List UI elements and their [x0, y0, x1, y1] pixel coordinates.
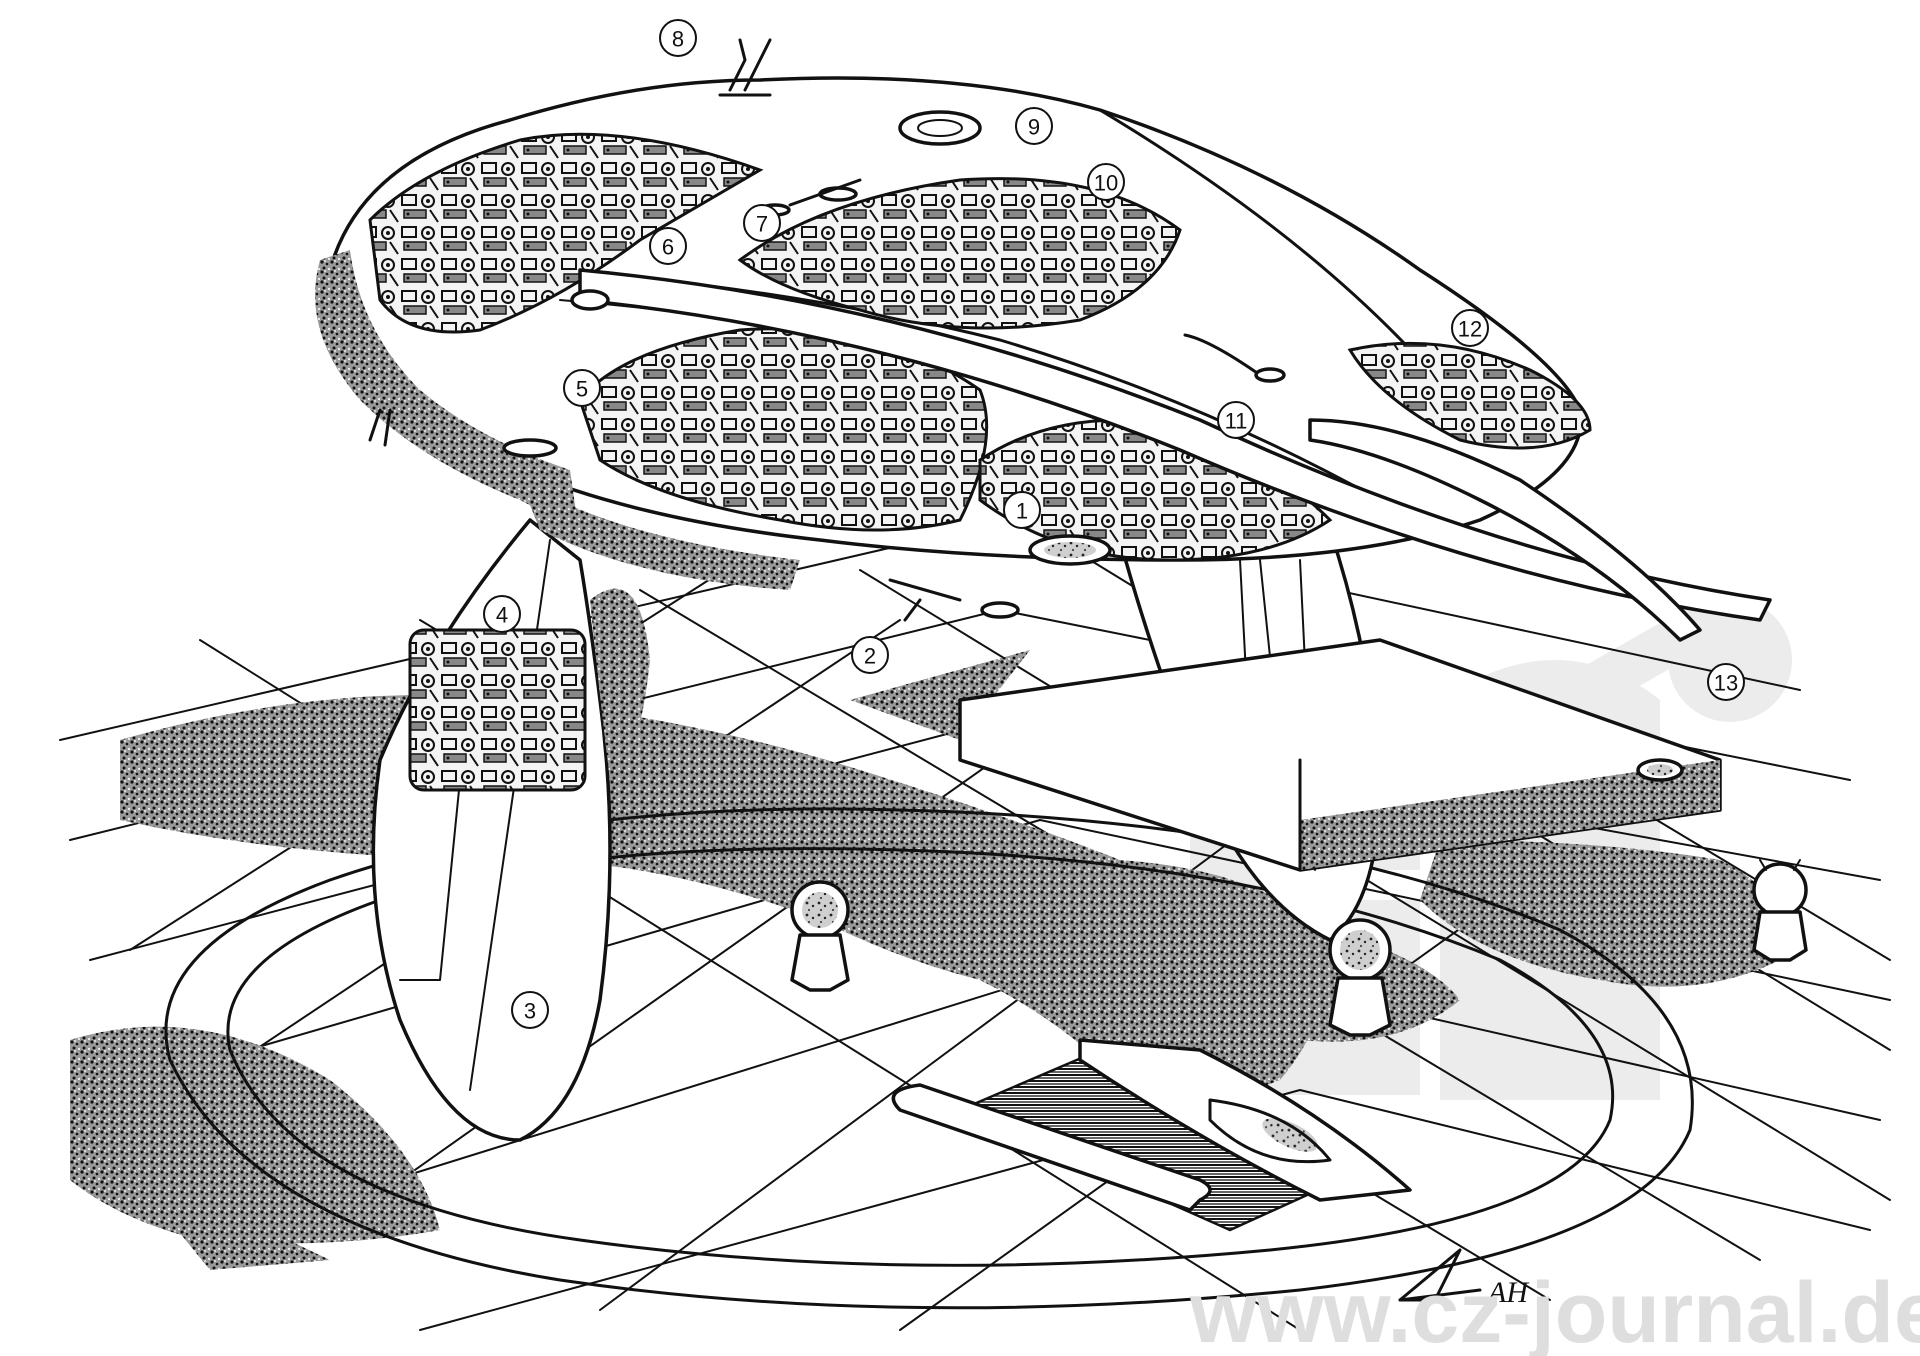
cutaway-upper-left — [368, 132, 764, 334]
callout-ring — [1003, 491, 1041, 529]
callout-11: 11 — [1217, 401, 1255, 439]
astronaut-figure — [790, 880, 850, 992]
callout-ring — [743, 204, 781, 242]
astronaut-figures — [790, 859, 1808, 1037]
callout-number: 11 — [1225, 409, 1248, 434]
callout-3: 3 — [511, 991, 549, 1029]
watermark-text: www.cz-journal.de — [1189, 1265, 1920, 1356]
floor-hatch — [891, 1038, 1412, 1232]
cutaway-lower-left — [578, 327, 989, 532]
callout-ring — [1217, 401, 1255, 439]
callout-number: 5 — [576, 377, 588, 402]
callout-10: 10 — [1087, 163, 1125, 201]
callout-number: 3 — [524, 999, 536, 1024]
callout-9: 9 — [1015, 107, 1053, 145]
callout-6: 6 — [649, 227, 687, 265]
callout-ring — [649, 227, 687, 265]
callout-7: 7 — [743, 204, 781, 242]
callout-ring — [563, 369, 601, 407]
callout-2: 2 — [851, 636, 889, 674]
cutaway-right — [1347, 341, 1592, 450]
callout-12: 12 — [1451, 309, 1489, 347]
callout-ring — [1015, 107, 1053, 145]
cutaway-upper-center — [737, 177, 1182, 330]
callout-ring — [483, 595, 521, 633]
callout-1: 1 — [1003, 491, 1041, 529]
callout-number: 1 — [1016, 499, 1028, 524]
callout-ring — [1451, 309, 1489, 347]
callout-ring — [1707, 663, 1745, 701]
callout-number: 2 — [864, 644, 876, 669]
astronaut-figure — [1328, 918, 1392, 1037]
callout-ring — [851, 636, 889, 674]
callout-number: 7 — [756, 212, 768, 237]
callout-ring — [659, 19, 697, 57]
callout-number: 9 — [1028, 115, 1040, 140]
cutaway-leg-mechanism — [408, 628, 587, 792]
callout-5: 5 — [563, 369, 601, 407]
callout-number: 4 — [496, 603, 508, 628]
astronaut-figure — [1752, 859, 1808, 962]
hull-spines — [502, 110, 1772, 642]
callout-4: 4 — [483, 595, 521, 633]
callout-number: 13 — [1714, 671, 1738, 696]
svg-text:AH: AH — [1486, 1276, 1530, 1309]
rear-block — [958, 638, 1722, 872]
callout-ring — [511, 991, 549, 1029]
callout-number: 6 — [662, 235, 674, 260]
callout-13: 13 — [1707, 663, 1745, 701]
callout-number: 8 — [672, 27, 684, 52]
callout-8: 8 — [659, 19, 697, 57]
callout-ring — [1087, 163, 1125, 201]
callout-number: 10 — [1094, 171, 1118, 196]
left-landing-leg — [371, 518, 650, 1142]
cutaway-sections — [368, 132, 1592, 562]
artist-signature: AH — [1398, 1248, 1530, 1309]
callout-number: 12 — [1458, 317, 1482, 342]
